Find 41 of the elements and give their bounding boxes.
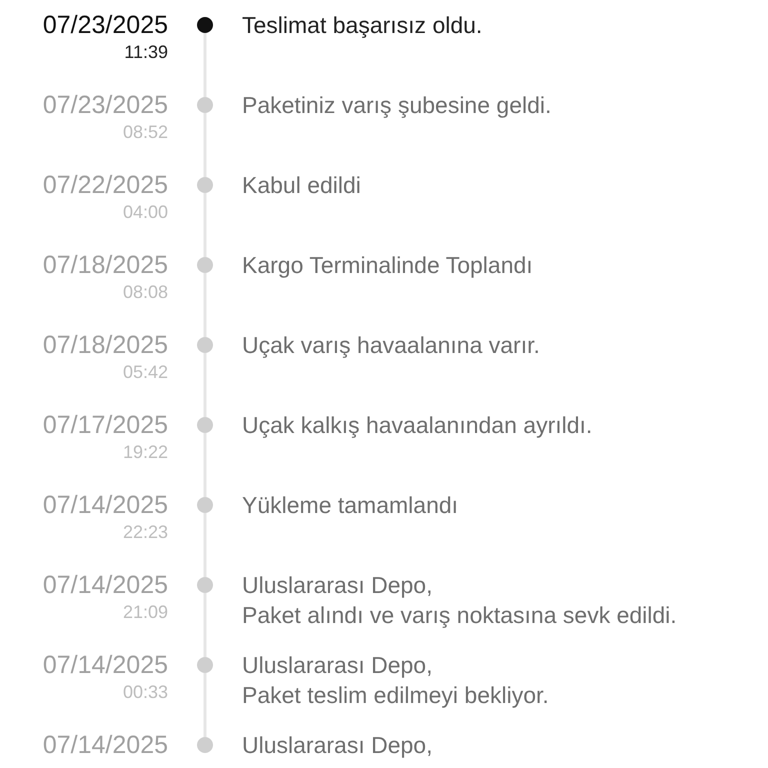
date-label: 07/14/2025 (42, 730, 168, 760)
time-label: 22:23 (122, 521, 168, 543)
status-text: Yükleme tamamlandı (242, 491, 458, 520)
status-dot-icon (197, 337, 213, 353)
status-dot-icon (197, 577, 213, 593)
time-label: 05:42 (122, 361, 168, 383)
status-dot-icon (197, 97, 213, 113)
date-label: 07/22/2025 (42, 170, 168, 200)
status-text: Kabul edildi (242, 171, 361, 200)
status-dot-icon (197, 737, 213, 753)
time-label: 19:22 (122, 441, 168, 463)
date-label: 07/17/2025 (42, 410, 168, 440)
status-text: Uluslararası Depo, (242, 731, 432, 760)
status-text: Uçak kalkış havaalanından ayrıldı. (242, 411, 592, 440)
date-label: 07/23/2025 (42, 10, 168, 40)
status-text: Paket teslim edilmeyi bekliyor. (242, 681, 549, 710)
time-label: 00:33 (122, 681, 168, 703)
date-label: 07/18/2025 (42, 250, 168, 280)
date-label: 07/14/2025 (42, 490, 168, 520)
status-text: Paket alındı ve varış noktasına sevk edildi. (242, 601, 677, 630)
status-text: Kargo Terminalinde Toplandı (242, 251, 533, 280)
status-text: Teslimat başarısız oldu. (242, 11, 482, 40)
time-label: 11:39 (124, 41, 168, 63)
status-dot-icon (197, 177, 213, 193)
status-dot-icon (197, 417, 213, 433)
date-label: 07/18/2025 (42, 330, 168, 360)
status-dot-icon (197, 497, 213, 513)
status-text: Uluslararası Depo, (242, 571, 432, 600)
status-text: Uluslararası Depo, (242, 651, 432, 680)
status-dot-icon (197, 657, 213, 673)
status-dot-icon (197, 17, 213, 33)
date-label: 07/23/2025 (42, 90, 168, 120)
time-label: 08:52 (122, 121, 168, 143)
date-label: 07/14/2025 (42, 570, 168, 600)
date-label: 07/14/2025 (42, 650, 168, 680)
time-label: 21:09 (122, 601, 168, 623)
status-dot-icon (197, 257, 213, 273)
status-text: Paketiniz varış şubesine geldi. (242, 91, 552, 120)
time-label: 04:00 (122, 201, 168, 223)
status-text: Uçak varış havaalanına varır. (242, 331, 540, 360)
time-label: 08:08 (122, 281, 168, 303)
